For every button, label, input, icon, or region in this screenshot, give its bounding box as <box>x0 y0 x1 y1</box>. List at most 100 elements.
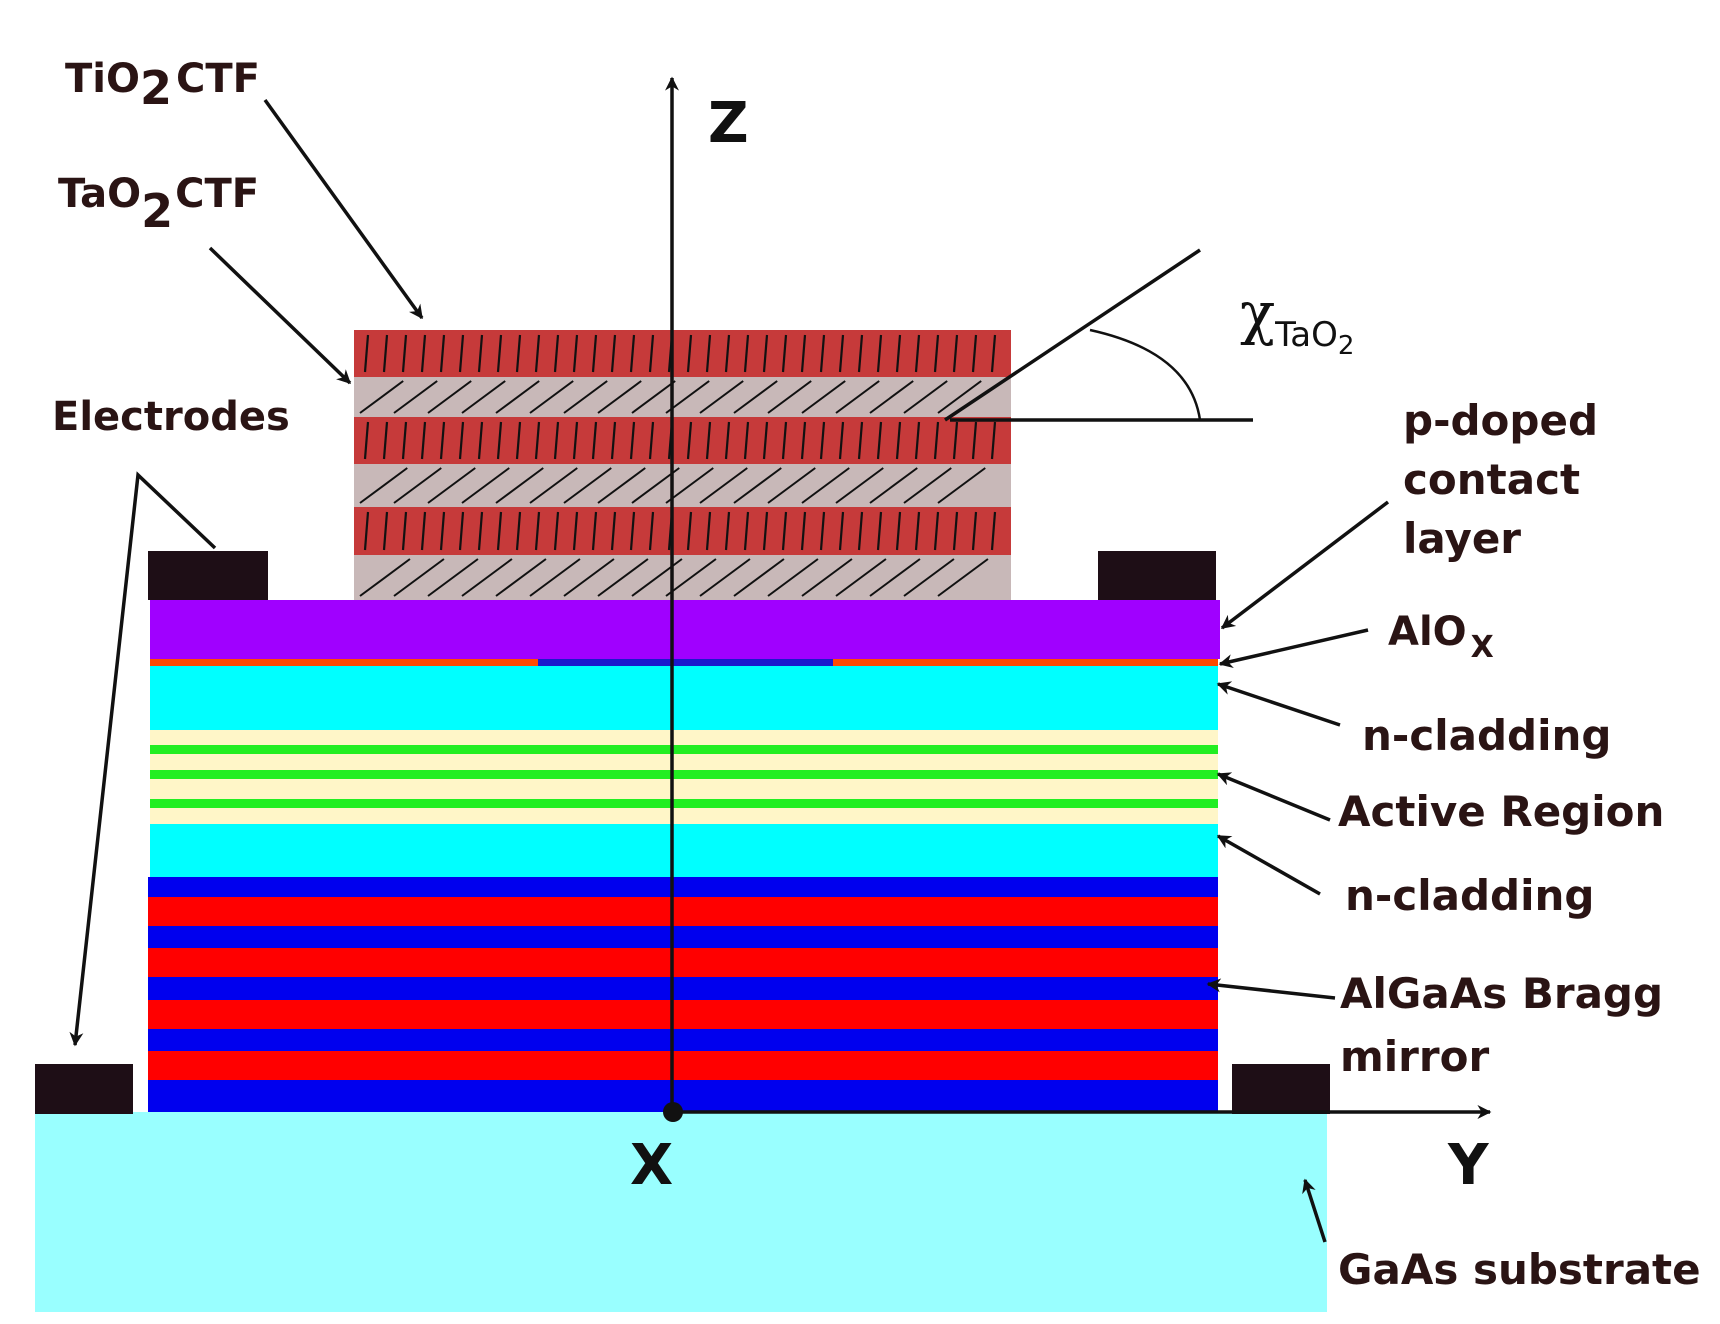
tao2-column-stroke <box>359 467 408 504</box>
tio2-column-stroke <box>838 421 845 460</box>
tao2-column-stroke <box>767 467 816 504</box>
tio2-column-stroke <box>762 421 769 460</box>
tio2-column-stroke <box>952 511 959 551</box>
n-cladding-bottom-layer <box>150 824 1218 877</box>
tio2-column-stroke <box>401 421 408 460</box>
chi-symbol: χ <box>1240 279 1275 347</box>
tao2-column-stroke <box>699 558 751 597</box>
z-axis-label: Z <box>708 91 749 156</box>
tao2-column-stroke <box>563 467 612 504</box>
tao2-column-stroke <box>767 380 812 414</box>
tio2-column-stroke <box>572 511 579 551</box>
electrodes-pointer-lines <box>69 471 217 1047</box>
angle-arc <box>1089 328 1202 421</box>
tio2-column-stroke <box>420 511 427 551</box>
p-doped-label-line2: contact <box>1403 455 1580 504</box>
tio2-column-stroke <box>857 421 864 460</box>
tao2-column-stroke <box>665 558 717 597</box>
tao2-column-stroke <box>495 558 547 597</box>
tio2-column-stroke <box>629 334 636 373</box>
tio2-column-stroke <box>382 334 389 373</box>
tao2-column-stroke <box>665 467 714 504</box>
tio2-column-stroke <box>591 421 598 460</box>
tio2-column-stroke <box>363 511 370 551</box>
bragg-layer <box>148 1000 1218 1029</box>
tio2-column-stroke <box>857 511 864 551</box>
tio2-column-stroke <box>762 511 769 551</box>
quantum-well <box>150 799 1218 808</box>
electrodes-label: Electrodes <box>52 394 290 440</box>
tio2-column-stroke <box>724 511 731 551</box>
tio2-column-stroke <box>819 334 826 373</box>
tio2-ctf-layer <box>354 330 1011 377</box>
tio2-column-stroke <box>420 334 427 373</box>
tio2-column-stroke <box>876 421 883 460</box>
tilt-line <box>944 248 1201 422</box>
tio2-column-stroke <box>515 334 522 373</box>
tio2-column-stroke <box>743 334 750 373</box>
tio2-column-stroke <box>876 334 883 373</box>
tio2-column-stroke <box>800 421 807 460</box>
tio2-column-stroke <box>800 511 807 551</box>
tio2-column-stroke <box>914 511 921 551</box>
n-cladding-bottom-label: n-cladding <box>1345 871 1594 920</box>
tao2-label-sub: 2 <box>141 184 173 238</box>
tio2-column-stroke <box>743 421 750 460</box>
bragg-layer <box>148 1029 1218 1051</box>
alox-layer <box>150 659 1218 666</box>
tio2-column-stroke <box>648 334 655 373</box>
chi-sub-main: TaO <box>1274 315 1338 355</box>
electrode-bottom-right <box>1232 1064 1330 1114</box>
gaas-substrate <box>35 1112 1327 1312</box>
alox-aperture <box>538 659 833 666</box>
tio2-column-stroke <box>610 511 617 551</box>
tao2-column-stroke <box>461 558 513 597</box>
tio2-column-stroke <box>553 421 560 460</box>
electrode-top-left <box>148 551 268 600</box>
tio2-column-stroke <box>952 421 959 460</box>
tio2-column-stroke <box>990 421 997 460</box>
tao2-column-stroke <box>733 558 785 597</box>
tao2-column-stroke <box>937 380 982 414</box>
tao2-column-stroke <box>359 380 404 414</box>
tio2-column-stroke <box>686 334 693 373</box>
active-region-pointer-arrow <box>1216 772 1331 822</box>
bragg-layer <box>148 1080 1218 1112</box>
alox-oxide-right <box>833 659 1218 666</box>
tao2-column-stroke <box>597 467 646 504</box>
tao2-column-stroke <box>699 380 744 414</box>
angle-chi-illustration <box>944 248 1253 422</box>
tio2-column-stroke <box>401 511 408 551</box>
alox-pointer-arrow <box>1218 628 1369 669</box>
tio2-column-stroke <box>762 334 769 373</box>
chi-sub-sub: 2 <box>1338 331 1355 361</box>
tao2-column-stroke <box>529 467 578 504</box>
tio2-column-stroke <box>534 421 541 460</box>
tao2-column-stroke <box>495 380 540 414</box>
tao2-column-stroke <box>801 558 853 597</box>
tio2-column-stroke <box>648 511 655 551</box>
tao2-column-stroke <box>801 467 850 504</box>
tio2-column-stroke <box>401 334 408 373</box>
tio2-column-stroke <box>420 421 427 460</box>
tio2-column-stroke <box>363 334 370 373</box>
alox-label-sub: X <box>1471 630 1494 665</box>
tio2-column-stroke <box>876 511 883 551</box>
n-cladding-top-pointer-arrow <box>1216 681 1341 727</box>
tio2-label-suffix: CTF <box>176 56 260 102</box>
tio2-column-stroke <box>857 334 864 373</box>
tao2-column-stroke <box>937 467 986 504</box>
tio2-label-sub: 2 <box>140 61 172 115</box>
tio2-column-stroke <box>439 511 446 551</box>
tao2-column-stroke <box>903 467 952 504</box>
tao2-column-stroke <box>801 380 846 414</box>
bragg-layer <box>148 926 1218 948</box>
tio2-column-stroke <box>458 421 465 460</box>
tao2-label-main: TaO <box>58 171 141 217</box>
tio2-column-stroke <box>800 334 807 373</box>
tao2-column-stroke <box>461 467 510 504</box>
tio2-ctf-layer <box>354 417 1011 464</box>
tio2-column-stroke <box>895 421 902 460</box>
